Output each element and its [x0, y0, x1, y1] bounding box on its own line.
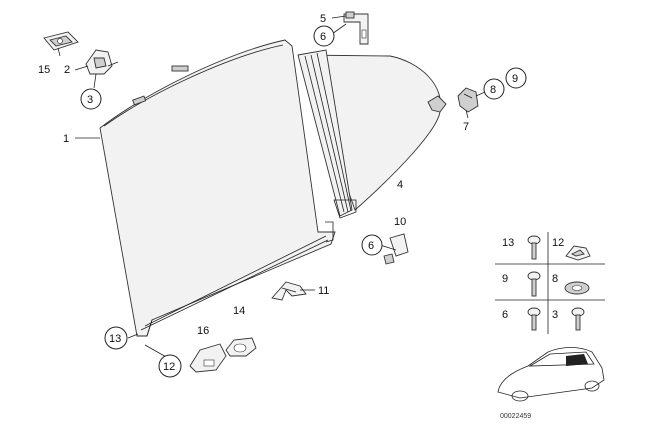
callouts: 1 2 3 4 5 6 6 7 8 9 10 11 12 13 14 15 16	[38, 13, 527, 378]
screw-3-icon	[571, 307, 585, 331]
callout-8-circle	[483, 78, 505, 100]
callout-6b: 6	[368, 240, 374, 252]
cap-part-7	[457, 87, 479, 113]
callout-7: 7	[463, 121, 469, 133]
callout-9-circle	[505, 67, 527, 89]
callout-8: 8	[490, 84, 496, 96]
holder-part-2	[85, 49, 119, 75]
screw-13-icon	[527, 235, 541, 260]
clip-part-11	[271, 281, 307, 301]
callout-4: 4	[397, 179, 403, 191]
callout-3: 3	[87, 94, 93, 106]
fastener-legend: 13 12 9 8 6 3	[495, 232, 605, 334]
washer-8-icon	[564, 281, 590, 295]
callout-6b-circle	[361, 234, 383, 256]
legend-label-3: 3	[552, 309, 558, 321]
callout-6a-circle	[313, 25, 335, 47]
callout-16: 16	[197, 325, 209, 337]
legend-label-12: 12	[552, 237, 564, 249]
legend-label-6: 6	[502, 309, 508, 321]
legend-label-8: 8	[552, 273, 558, 285]
callout-6a: 6	[320, 31, 326, 43]
bracket-part-10	[383, 233, 409, 265]
legend-label-9: 9	[502, 273, 508, 285]
sunblind-panel	[99, 39, 336, 337]
callout-3-circle	[80, 88, 102, 110]
handle-part-14	[225, 337, 257, 357]
car-location-thumbnail	[497, 347, 605, 402]
callout-11: 11	[318, 285, 329, 297]
legend-label-13: 13	[502, 237, 514, 249]
callout-10: 10	[394, 216, 406, 228]
clip-part-15	[43, 31, 79, 51]
clip-nut-12-icon	[565, 245, 591, 261]
callout-15: 15	[38, 64, 50, 76]
bracket-part-5	[343, 11, 369, 45]
callout-12-circle	[158, 354, 182, 378]
callout-13-circle	[104, 326, 128, 350]
diagram-id: 00022459	[500, 413, 531, 420]
screw-6-icon	[527, 307, 541, 331]
callout-2: 2	[64, 64, 70, 76]
leader-lines	[57, 15, 486, 359]
callout-14: 14	[233, 305, 245, 317]
callout-5: 5	[320, 13, 326, 25]
callout-13: 13	[109, 333, 121, 345]
callout-1: 1	[63, 133, 69, 145]
screw-9-icon	[527, 271, 541, 297]
handle-part-16	[189, 343, 227, 373]
callout-12: 12	[163, 361, 175, 373]
callout-9: 9	[512, 73, 518, 85]
side-window-glass	[297, 49, 447, 219]
